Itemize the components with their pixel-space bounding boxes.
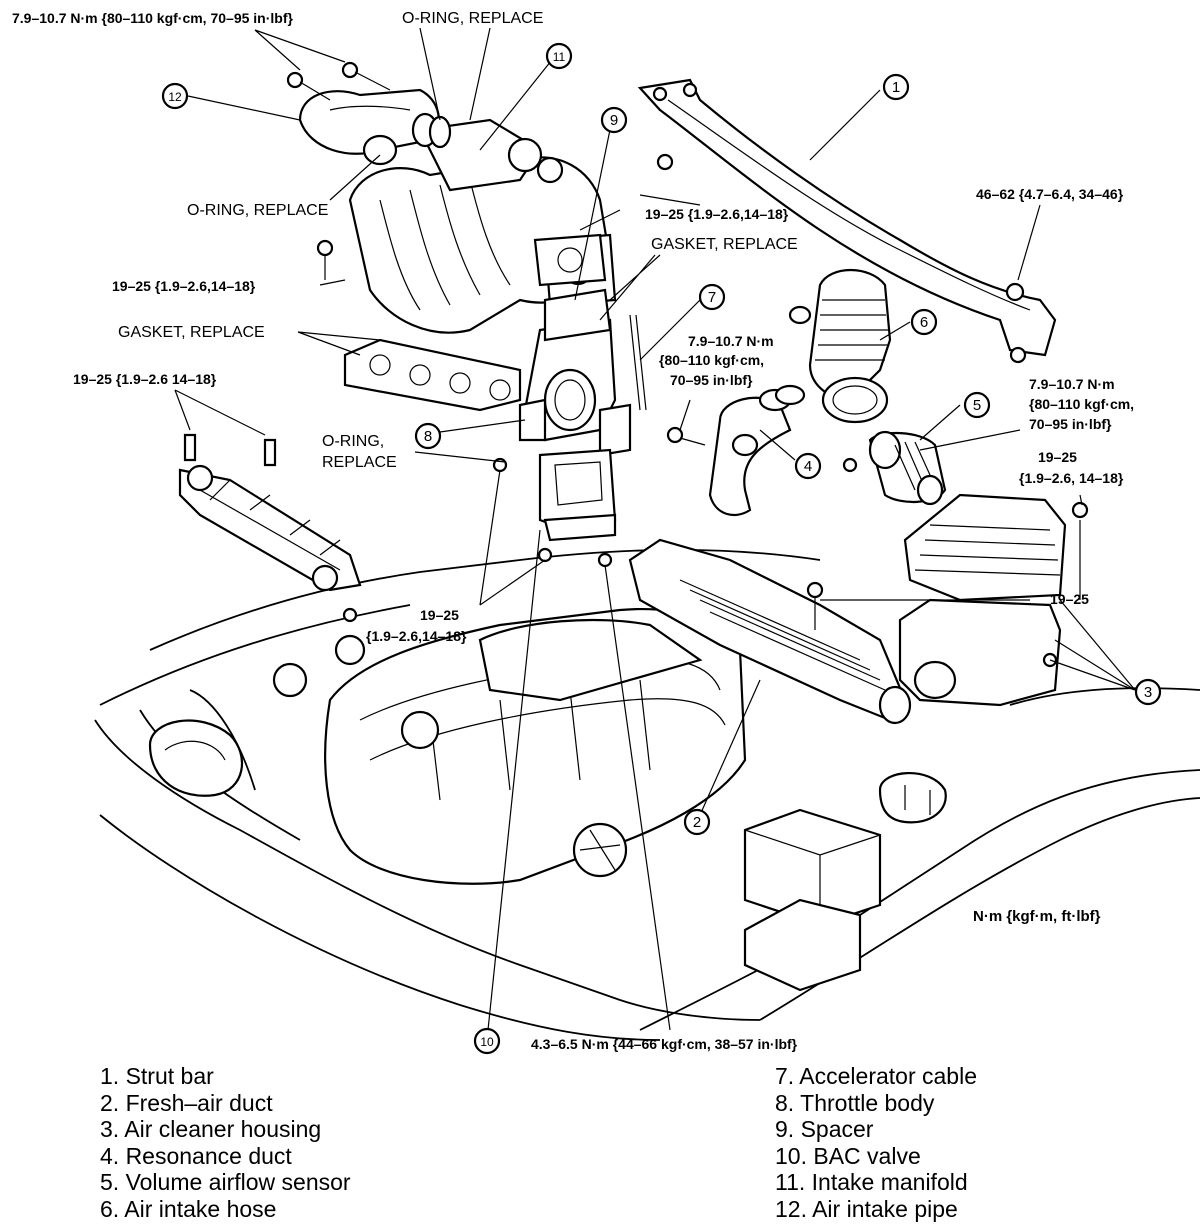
- torque-spec-lower-2: {1.9–2.6,14–18}: [366, 628, 467, 644]
- legend-left: 1. Strut bar 2. Fresh–air duct 3. Air cl…: [100, 1063, 351, 1222]
- units-note: N·m {kgf·m, ft·lbf}: [973, 908, 1101, 925]
- torque-spec-right-1: 7.9–10.7 N·m: [1029, 376, 1115, 392]
- legend-item: 3. Air cleaner housing: [100, 1116, 322, 1142]
- engine-block: [272, 608, 747, 885]
- legend-item: 5. Volume airflow sensor: [100, 1169, 351, 1195]
- torque-spec-cleaner-2: {1.9–2.6, 14–18}: [1019, 470, 1124, 486]
- part-number-5: 5: [963, 391, 991, 419]
- part-number-label: 1: [892, 79, 900, 96]
- torque-spec-top: 7.9–10.7 N·m {80–110 kgf·cm, 70–95 in·lb…: [12, 10, 293, 26]
- torque-spec-lower-1: 19–25: [420, 607, 459, 623]
- air-intake-hose: [788, 268, 892, 424]
- volume-airflow-sensor: [868, 430, 947, 506]
- engine-bay-outline: [94, 548, 1200, 1041]
- legend-item: 7. Accelerator cable: [775, 1063, 978, 1089]
- part-number-9: 9: [600, 106, 628, 134]
- torque-spec-strut: 46–62 {4.7–6.4, 34–46}: [976, 186, 1124, 202]
- part-number-label: 4: [804, 458, 812, 475]
- gasket-note-right: GASKET, REPLACE: [651, 236, 798, 253]
- legend-item: 10. BAC valve: [775, 1142, 921, 1169]
- oring-note-top: O-RING, REPLACE: [402, 10, 543, 27]
- torque-spec-right-3: 70–95 in·lbf}: [1029, 416, 1112, 432]
- torque-spec-injector: 19–25 {1.9–2.6 14–18}: [73, 371, 217, 387]
- legend-item: 12. Air intake pipe: [775, 1195, 958, 1222]
- bac-valve: [538, 448, 617, 542]
- part-number-label: 11: [553, 50, 566, 64]
- part-number-callouts: 1 2 3 4 5 6 7 8 9 10 11 12: [161, 42, 1162, 1055]
- part-number-1: 1: [882, 73, 910, 101]
- part-number-6: 6: [910, 308, 938, 336]
- legend-item: 6. Air intake hose: [100, 1195, 277, 1222]
- part-number-label: 12: [168, 90, 182, 104]
- legend-item: 2. Fresh–air duct: [100, 1089, 273, 1116]
- part-number-label: 9: [610, 112, 618, 129]
- air-intake-pipe: [298, 88, 452, 166]
- throttle-body: [518, 288, 632, 457]
- torque-spec-right-2: {80–110 kgf·cm,: [1029, 396, 1134, 412]
- text-callouts: 7.9–10.7 N·m {80–110 kgf·cm, 70–95 in·lb…: [12, 10, 1134, 1052]
- torque-spec-cleaner-1: 19–25: [1038, 449, 1077, 465]
- part-number-11: 11: [545, 42, 573, 70]
- leader-lines: [174, 27, 1136, 1031]
- legend-item: 8. Throttle body: [775, 1089, 935, 1116]
- torque-spec-spacer: 19–25 {1.9–2.6,14–18}: [645, 206, 789, 222]
- part-number-label: 5: [973, 397, 981, 414]
- torque-spec-bac: 4.3–6.5 N·m {44–66 kgf·cm, 38–57 in·lbf}: [531, 1036, 798, 1052]
- accelerator-cable: [629, 314, 647, 411]
- part-number-7: 7: [698, 283, 726, 311]
- gaskets: [343, 233, 607, 412]
- part-number-label: 3: [1144, 684, 1152, 701]
- strut-bar: [637, 78, 1057, 364]
- part-number-label: 10: [480, 1035, 494, 1049]
- oring-note-mid-2: REPLACE: [322, 454, 397, 471]
- torque-spec-mid-3: 70–95 in·lbf}: [670, 372, 753, 388]
- part-number-4: 4: [794, 452, 822, 480]
- legend-item: 1. Strut bar: [100, 1063, 214, 1089]
- legend-right: 7. Accelerator cable 8. Throttle body 9.…: [775, 1063, 977, 1222]
- torque-spec-mid-1: 7.9–10.7 N·m: [688, 333, 774, 349]
- oring-note-left: O-RING, REPLACE: [187, 202, 328, 219]
- part-number-3: 3: [1134, 678, 1162, 706]
- part-number-label: 7: [708, 289, 716, 306]
- part-number-10: 10: [473, 1027, 501, 1055]
- part-number-label: 8: [424, 428, 432, 445]
- torque-spec-mid-2: {80–110 kgf·cm,: [659, 352, 764, 368]
- resonance-duct: [708, 384, 806, 517]
- legend-item: 9. Spacer: [775, 1116, 874, 1142]
- torque-spec-manifold: 19–25 {1.9–2.6,14–18}: [112, 278, 256, 294]
- gasket-note-left: GASKET, REPLACE: [118, 324, 265, 341]
- air-cleaner-housing: [898, 493, 1089, 707]
- part-number-label: 2: [693, 814, 701, 831]
- oring-note-mid-1: O-RING,: [322, 433, 384, 450]
- part-number-2: 2: [683, 808, 711, 836]
- torque-spec-cleaner-mid: 19–25: [1050, 591, 1089, 607]
- part-number-8: 8: [414, 422, 442, 450]
- fuel-rail: [178, 433, 362, 592]
- legend-item: 11. Intake manifold: [775, 1169, 968, 1195]
- fresh-air-duct: [628, 538, 912, 725]
- part-number-12: 12: [161, 82, 189, 110]
- legend-item: 4. Resonance duct: [100, 1142, 292, 1169]
- fasteners: [286, 61, 858, 630]
- part-number-label: 6: [920, 314, 928, 331]
